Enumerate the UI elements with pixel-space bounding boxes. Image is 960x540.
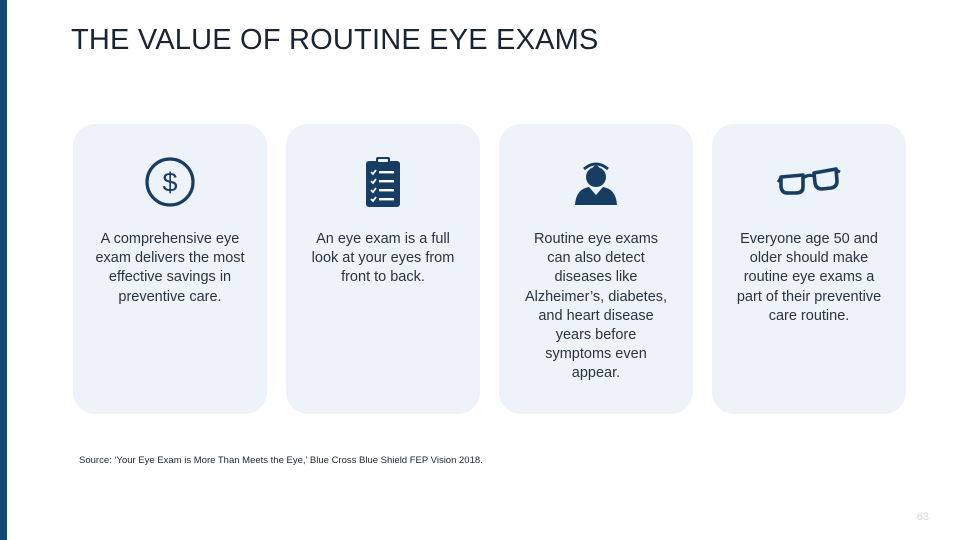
cards-row: $ A comprehensive eye exam delivers the … bbox=[73, 124, 906, 414]
clipboard-checklist-icon bbox=[286, 154, 480, 210]
svg-text:$: $ bbox=[162, 168, 177, 198]
source-citation: Source: ‘Your Eye Exam is More Than Meet… bbox=[79, 455, 483, 466]
card-full-look: An eye exam is a full look at your eyes … bbox=[286, 124, 480, 414]
eyeglasses-icon bbox=[712, 154, 906, 210]
slide-title: THE VALUE OF ROUTINE EYE EXAMS bbox=[71, 24, 599, 56]
page-number: 63 bbox=[916, 511, 929, 523]
dollar-circle-icon: $ bbox=[73, 154, 267, 210]
card-savings-text: A comprehensive eye exam delivers the mo… bbox=[95, 231, 245, 305]
doctor-icon bbox=[499, 154, 693, 210]
card-full-look-text: An eye exam is a full look at your eyes … bbox=[311, 231, 455, 286]
card-age-50-text: Everyone age 50 and older should make ro… bbox=[736, 231, 882, 324]
card-detect-diseases: Routine eye exams can also detect diseas… bbox=[499, 124, 693, 414]
card-savings: $ A comprehensive eye exam delivers the … bbox=[73, 124, 267, 414]
card-detect-diseases-text: Routine eye exams can also detect diseas… bbox=[524, 231, 668, 382]
left-accent-bar bbox=[0, 0, 7, 540]
card-age-50: Everyone age 50 and older should make ro… bbox=[712, 124, 906, 414]
